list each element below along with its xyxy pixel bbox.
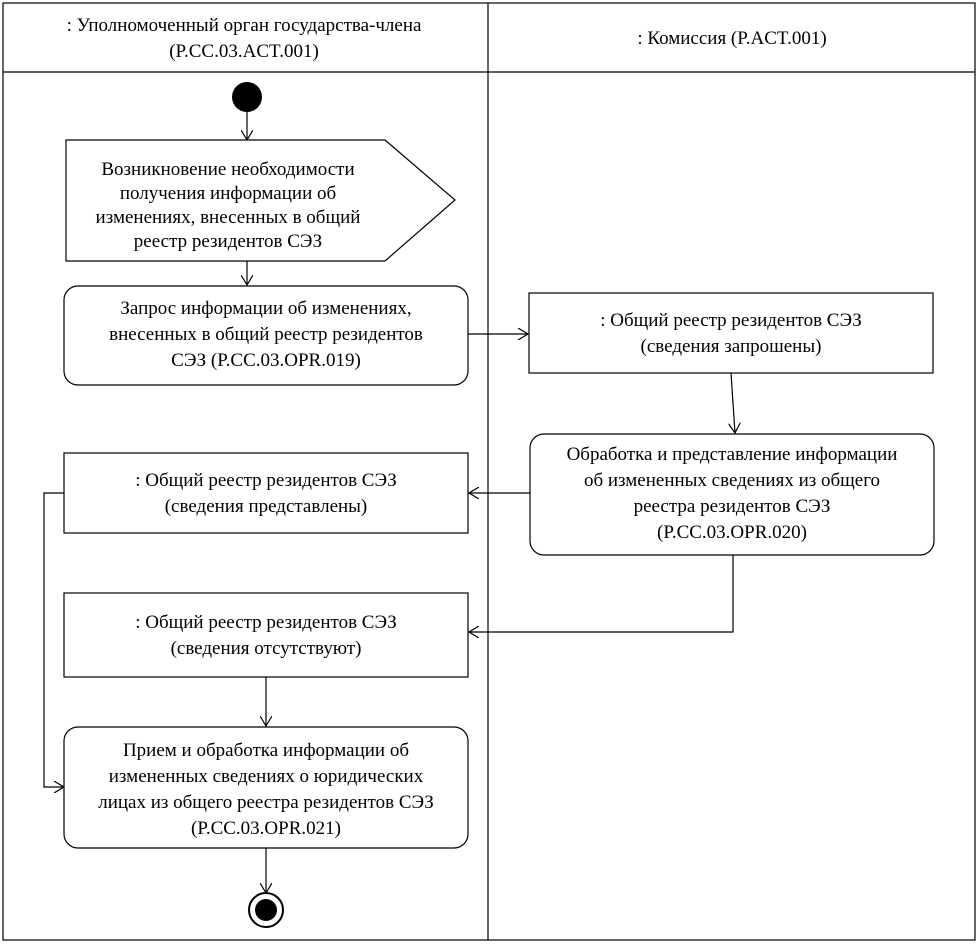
signal-text-line-4: реестр резидентов СЭЗ bbox=[134, 231, 322, 252]
edge-requested-to-processing bbox=[731, 372, 735, 433]
lane-commission-title: : Комиссия (P.ACT.001) bbox=[637, 28, 826, 49]
absent-text-line-1: : Общий реестр резидентов СЭЗ bbox=[135, 612, 397, 633]
receive-text-line-2: измененных сведениях о юридических bbox=[109, 766, 424, 787]
edge-processing-to-absent bbox=[469, 555, 734, 632]
final-node bbox=[248, 892, 284, 928]
absent-text-line-2: (сведения отсутствуют) bbox=[171, 638, 362, 659]
receive-text-line-1: Прием и обработка информации об bbox=[123, 740, 409, 761]
signal-text-line-1: Возникновение необходимости bbox=[101, 159, 354, 180]
request-action: Запрос информации об изменениях, внесенн… bbox=[63, 285, 469, 386]
processing-text-line-4: (P.CC.03.OPR.020) bbox=[657, 522, 807, 543]
initial-node bbox=[232, 82, 262, 112]
receive-text-line-3: лицах из общего реестра резидентов СЭЗ bbox=[98, 792, 434, 813]
signal-text-line-2: получения информации об bbox=[120, 183, 336, 204]
request-text-line-1: Запрос информации об изменениях, bbox=[120, 298, 411, 319]
processing-action: Обработка и представление информации об … bbox=[529, 433, 935, 556]
request-text-line-2: внесенных в общий реестр резидентов bbox=[109, 324, 423, 345]
provided-text-line-1: : Общий реестр резидентов СЭЗ bbox=[135, 470, 397, 491]
requested-text-line-1: : Общий реестр резидентов СЭЗ bbox=[600, 310, 862, 331]
processing-text-line-2: об измененных сведениях из общего bbox=[584, 470, 880, 491]
object-provided: : Общий реестр резидентов СЭЗ (сведения … bbox=[63, 452, 469, 534]
processing-text-line-3: реестра резидентов СЭЗ bbox=[634, 496, 831, 517]
edge-provided-to-receive bbox=[43, 492, 64, 787]
object-absent: : Общий реестр резидентов СЭЗ (сведения … bbox=[63, 592, 469, 678]
requested-text-line-2: (сведения запрошены) bbox=[641, 336, 822, 357]
request-text-line-3: СЭЗ (P.CC.03.OPR.019) bbox=[171, 350, 361, 371]
lane-member-state-code: (P.CC.03.ACT.001) bbox=[169, 41, 319, 62]
signal-node: Возникновение необходимости получения ин… bbox=[65, 139, 456, 262]
receive-text-line-4: (P.CC.03.OPR.021) bbox=[191, 818, 341, 839]
lane-member-state-title: : Уполномоченный орган государства-члена bbox=[67, 15, 422, 36]
processing-text-line-1: Обработка и представление информации bbox=[567, 444, 898, 465]
provided-text-line-2: (сведения представлены) bbox=[165, 496, 368, 517]
object-requested: : Общий реестр резидентов СЭЗ (сведения … bbox=[528, 292, 934, 374]
signal-text-line-3: изменениях, внесенных в общий bbox=[96, 207, 361, 228]
receive-action: Прием и обработка информации об измененн… bbox=[63, 726, 469, 849]
